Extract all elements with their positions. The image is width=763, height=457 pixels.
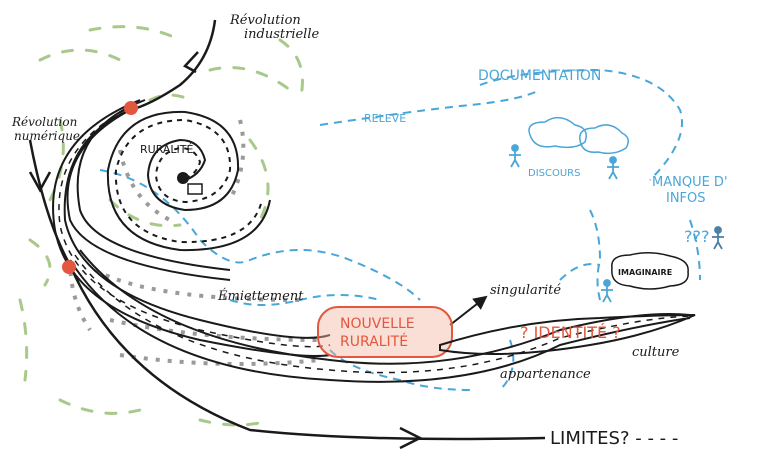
road-center-dashes xyxy=(58,104,691,374)
label-question-marks: ??? xyxy=(684,227,709,246)
nouvelle-ruralite-bubble xyxy=(317,306,453,358)
singularite-arrow xyxy=(449,295,488,326)
identite-band xyxy=(439,314,696,355)
label-nouvelle-ruralite-1: NOUVELLE xyxy=(340,316,415,332)
person-icon-manque-infos xyxy=(712,226,724,250)
junction-dot-industrielle xyxy=(124,101,138,115)
label-revolution-industrielle-1: Révolution xyxy=(229,13,301,28)
label-ruralite: RURALITÉ xyxy=(140,143,194,156)
label-discours: DISCOURS xyxy=(528,168,580,179)
discours-cloud-1 xyxy=(528,116,587,149)
green-scribbles xyxy=(18,25,304,427)
imaginaire-cloud xyxy=(611,252,689,290)
label-imaginaire: IMAGINAIRE xyxy=(618,268,672,277)
label-nouvelle-ruralite-2: RURALITÉ xyxy=(340,333,408,350)
discours-cloud-2 xyxy=(579,124,629,155)
label-emiettement: Émiettement xyxy=(217,288,304,304)
label-manque-infos-1: MANQUE D' xyxy=(652,175,728,190)
label-manque-infos-2: INFOS xyxy=(666,191,706,206)
person-icon-discours-right xyxy=(607,156,619,180)
label-identite: ? IDENTITÉ ? xyxy=(520,323,621,342)
label-releve: RELEVÉ xyxy=(364,112,406,125)
label-limites: LIMITES? - - - - xyxy=(550,428,678,449)
label-singularite: singularité xyxy=(490,283,561,298)
spiral-center-dot xyxy=(177,172,189,184)
label-revolution-industrielle-2: industrielle xyxy=(244,27,320,42)
arrowhead-numerique xyxy=(28,171,52,193)
arrowhead-industrielle xyxy=(182,51,199,74)
house-icon xyxy=(187,183,203,195)
label-revolution-numerique-2: numérique xyxy=(14,129,80,143)
label-documentation: DOCUMENTATION xyxy=(478,68,601,84)
revolution-industrielle-arrow xyxy=(129,19,217,112)
person-icon-discours-left xyxy=(509,144,521,168)
label-culture: culture xyxy=(632,345,680,360)
label-appartenance: appartenance xyxy=(500,367,591,382)
person-icon-imaginaire xyxy=(601,279,613,303)
revolution-numerique-arrow xyxy=(28,139,546,441)
junction-dot-numerique xyxy=(62,260,76,274)
spiral-ruralite xyxy=(106,110,271,252)
arrowhead-limites xyxy=(399,426,423,450)
label-revolution-numerique-1: Révolution xyxy=(11,115,77,129)
